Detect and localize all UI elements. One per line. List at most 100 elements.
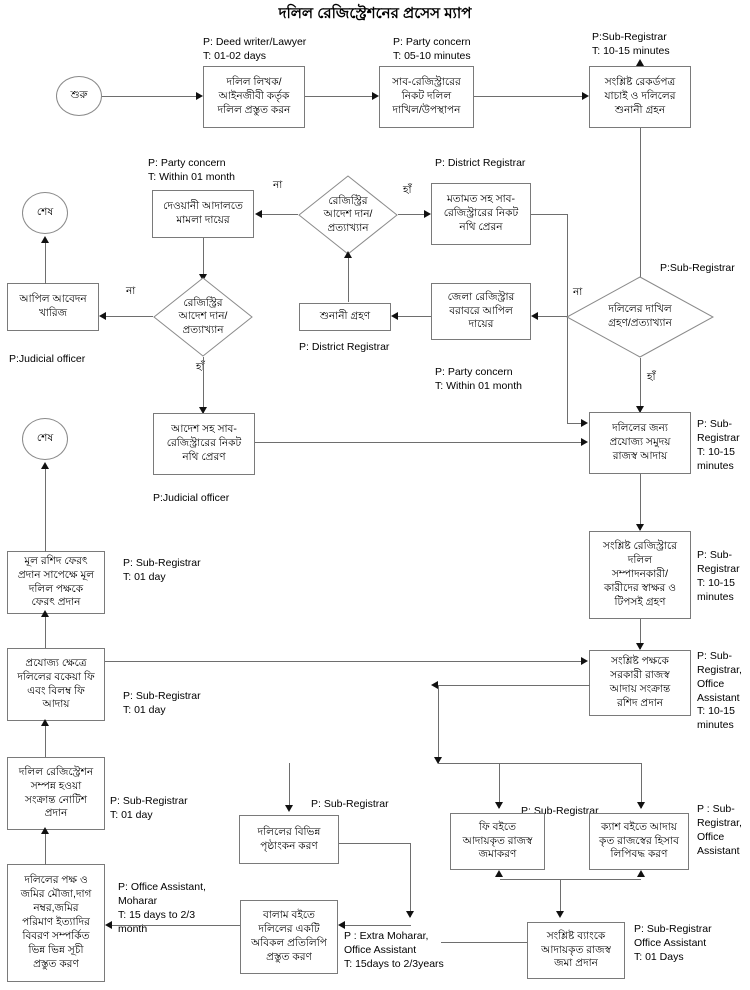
edge-bus-to-cashbook [641, 763, 642, 808]
arrowhead-arrear-to-receipt [581, 657, 588, 665]
edge-bus-to-feebook [499, 763, 500, 808]
edge-start-to-deed [102, 96, 196, 97]
end-terminator-mid: শেষ [22, 418, 68, 460]
edge-arrear-to-receipt [105, 661, 582, 662]
decision-accept-submission: দলিলের দাখিল গ্রহণ/প্রত্যাখ্যান [566, 276, 714, 358]
arrowhead-decision3-to-districtappeal [531, 312, 538, 320]
arrowhead-order-to-revenue [581, 438, 588, 446]
node-signatures: সংশ্লিষ্ট রেজিস্ট্রারে দলিল সম্পাদনকারী/… [589, 531, 691, 619]
node-appeal-rejected: আপিল আবেদন খারিজ [7, 283, 99, 331]
decision-label: দলিলের দাখিল গ্রহণ/প্রত্যাখ্যান [608, 303, 672, 329]
arrowhead-bus-to-feebook [495, 802, 503, 809]
arrowhead-decision2-to-order [199, 407, 207, 414]
annotation-judicial-officer-2: P:Judicial officer [153, 492, 230, 504]
edge-into-page-marking [289, 763, 290, 809]
node-send-file-with-opinion: মতামত সহ সাব- রেজিস্ট্রারের নিকট নথি প্র… [431, 183, 531, 245]
annotation-subregistrar-01day-notice: P: Sub-Registrar T: 01 day [110, 795, 188, 821]
node-send-file-with-order: আদেশ সহ সাব- রেজিস্ট্রারের নিকট নথি প্রে… [153, 413, 255, 475]
annotation-subregistrar-decision: P:Sub-Registrar [660, 262, 735, 274]
annotation-party-concern-month-2: P: Party concern T: Within 01 month [435, 366, 522, 392]
arrowhead-bankbus-feebook [495, 870, 503, 877]
arrowhead-index-to-notice [41, 827, 49, 834]
annotation-office-assistant-moharar: P: Office Assistant, Moharar T: 15 days … [118, 881, 206, 935]
diamond-shape-icon [566, 276, 714, 358]
edge-pagemarking-down [410, 843, 411, 917]
edge-decision1-to-opinion [398, 214, 424, 215]
node-fee-book: ফি বইতে আদায়কৃত রাজস্ব জমাকরণ [450, 813, 545, 870]
edge-bankbus-down [560, 879, 561, 916]
node-cash-book: ক্যাশ বইতে আদায় কৃত রাজস্বের হিসাব লিপি… [589, 813, 689, 870]
node-page-marking: দলিলের বিভিন্ন পৃষ্ঠাংকন করণ [239, 815, 339, 864]
arrowhead-into-balam [338, 921, 345, 929]
arrowhead-bus-to-cashbook [637, 802, 645, 809]
annotation-subregistrar-fee-book: P: Sub-Registrar [521, 805, 599, 817]
edge-balam-to-index [112, 925, 240, 926]
edge-receipt-down [438, 685, 439, 763]
edge-deed-to-submit [305, 96, 372, 97]
annotation-district-registrar-top: P: District Registrar [435, 157, 526, 169]
annotation-judicial-officer-1: P:Judicial officer [9, 353, 86, 365]
node-verify-records: সংশ্লিষ্ট রেকর্ডপত্র যাচাই ও দলিলের শুনা… [589, 66, 691, 128]
node-district-appeal: জেলা রেজিস্ট্রার বরাবরে আপিল দায়ের [431, 283, 531, 340]
edge-pagemarking-right [339, 843, 411, 844]
arrowhead-signatures-to-receipt [636, 643, 644, 650]
start-terminator: শুরু [56, 76, 102, 116]
edge-bus-feecash [438, 763, 642, 764]
edge-label-yes-1: হাঁ [403, 184, 412, 196]
edge-receipt-left [438, 685, 590, 686]
node-civil-court-case: দেওয়ানী আদালতে মামলা দায়ের [152, 190, 254, 238]
node-deed-prepare: দলিল লিখক/ আইনজীবী কর্তৃক দলিল প্রস্তুত … [203, 66, 305, 128]
edge-index-to-notice [45, 831, 46, 865]
annotation-subregistrar-bank: P: Sub-Registrar Office Assistant T: 01 … [634, 923, 712, 963]
edge-appeal-to-end [45, 240, 46, 284]
edge-verify-to-accept [640, 128, 641, 288]
annotation-district-registrar-hearing: P: District Registrar [299, 341, 390, 353]
edge-label-no-2: না [126, 285, 136, 297]
annotation-subregistrar-page-marking: P: Sub-Registrar [311, 798, 389, 810]
edge-decision2-to-appeal [106, 316, 153, 317]
edge-notice-to-arrear [45, 723, 46, 757]
edge-label-yes-3: হাঁ [647, 371, 656, 383]
diamond-shape-icon [153, 277, 253, 357]
arrowhead-return-to-end [41, 462, 49, 469]
edge-decision2-to-order [203, 357, 204, 413]
edge-submit-to-verify [474, 96, 582, 97]
arrowhead-bankbus-cashbook [637, 870, 645, 877]
node-prepare-index: দলিলের পক্ষ ও জমির মৌজা,দাগ নম্বর,জমির প… [7, 864, 105, 982]
arrowhead-decision1-to-civil [255, 210, 262, 218]
node-balam-copy: বালাম বইতে দলিলের একটি অবিকল প্রতিলিপি প… [240, 900, 338, 974]
annotation-subregistrar-10-15-top: P:Sub-Registrar T: 10-15 minutes [592, 31, 670, 57]
annotation-party-concern-month: P: Party concern T: Within 01 month [148, 157, 235, 183]
decision-registrar-order-1: রেজিস্ট্রির আদেশ দান/ প্রত্যাখ্যান [298, 175, 398, 255]
arrowhead-start-to-deed [196, 92, 203, 100]
edge-decision3-to-revenue [640, 358, 641, 412]
arrowhead-decision1-to-opinion [424, 210, 431, 218]
node-collect-revenue: দলিলের জন্য প্রযোজ্য সমুদয় রাজস্ব আদায় [589, 412, 691, 474]
node-return-original: মূল রশিদ ফেরৎ প্রদান সাপেক্ষে মূল দলিল প… [7, 551, 105, 614]
node-issue-receipt: সংশ্লিষ্ট পক্ষকে সরকারী রাজস্ব আদায় সংক… [589, 650, 691, 716]
arrowhead-appeal-to-hearing [391, 312, 398, 320]
annotation-subregistrar-10-15-revenue: P: Sub- Registrar T: 10-15 minutes [697, 418, 740, 472]
edge-hearing-to-decision1 [348, 255, 349, 302]
arrowhead-pagemarking-down [406, 911, 414, 918]
arrowhead-decision2-to-appeal [99, 312, 106, 320]
annotation-party-concern-5-10: P: Party concern T: 05-10 minutes [393, 36, 471, 62]
edge-opinion-into-revenue [567, 423, 582, 424]
arrowhead-into-page-marking [285, 805, 293, 812]
annotation-subregistrar-01day-arrear: P: Sub-Registrar T: 01 day [123, 690, 201, 716]
arrowhead-appeal-to-end [41, 236, 49, 243]
decision-label: রেজিস্ট্রির আদেশ দান/ প্রত্যাখ্যান [178, 296, 228, 336]
arrowhead-balam-to-index [105, 921, 112, 929]
arrowhead-hearing-to-decision1 [344, 251, 352, 258]
arrowhead-feedback-into-verify [636, 59, 644, 66]
node-submit-to-subregistrar: সাব-রেজিস্ট্রারের নিকট দলিল দাখিল/উপস্থা… [379, 66, 474, 128]
edge-into-balam [345, 925, 411, 926]
annotation-subregistrar-office-cash: P : Sub- Registrar, Office Assistant [697, 803, 742, 857]
edge-opinion-down [567, 214, 568, 423]
edge-arrear-to-return [45, 614, 46, 648]
annotation-extra-moharar: P : Extra Moharar, Office Assistant T: 1… [344, 930, 444, 970]
decision-label: রেজিস্ট্রির আদেশ দান/ প্রত্যাখ্যান [323, 194, 373, 234]
arrowhead-deed-to-submit [372, 92, 379, 100]
annotation-subregistrar-office-10-15: P: Sub- Registrar, Office Assistant T: 1… [697, 650, 742, 732]
